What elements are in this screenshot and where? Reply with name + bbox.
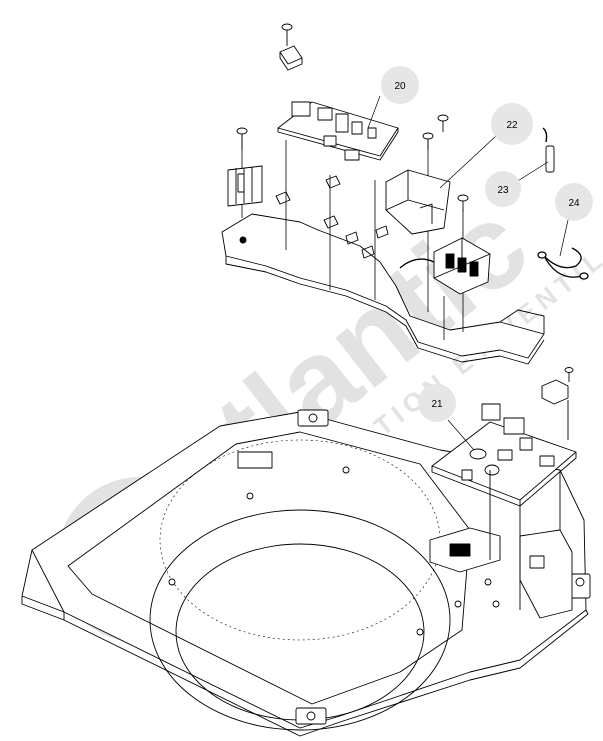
plate-clips <box>275 175 389 259</box>
callout-23-label: 23 <box>497 185 509 196</box>
callout-21-label: 21 <box>431 399 443 410</box>
callout-24: 24 <box>555 183 593 257</box>
callout-24-label: 24 <box>568 198 580 209</box>
callout-21: 21 <box>418 384 475 451</box>
cover-22 <box>385 169 451 235</box>
sensor-23 <box>542 127 555 173</box>
right-bracket <box>541 379 569 405</box>
upper-assembly <box>221 23 589 382</box>
callout-22: 22 <box>439 103 533 189</box>
callout-23: 23 <box>485 161 549 207</box>
control-board-21 <box>431 403 577 507</box>
base-bosses <box>168 466 500 636</box>
callout-20-label: 20 <box>394 81 406 92</box>
corner-pads <box>237 409 591 725</box>
screws <box>236 23 574 382</box>
callout-20: 20 <box>367 66 419 129</box>
control-board-20 <box>277 101 399 161</box>
terminal-block <box>399 237 491 295</box>
wire-24 <box>537 247 589 280</box>
lower-assembly <box>21 379 591 737</box>
callouts: 20 21 22 23 24 <box>367 66 593 451</box>
callout-22-label: 22 <box>506 120 518 131</box>
top-clip <box>279 45 303 71</box>
mounting-plate <box>221 213 545 359</box>
right-housing <box>429 400 573 619</box>
left-bracket <box>227 165 263 207</box>
